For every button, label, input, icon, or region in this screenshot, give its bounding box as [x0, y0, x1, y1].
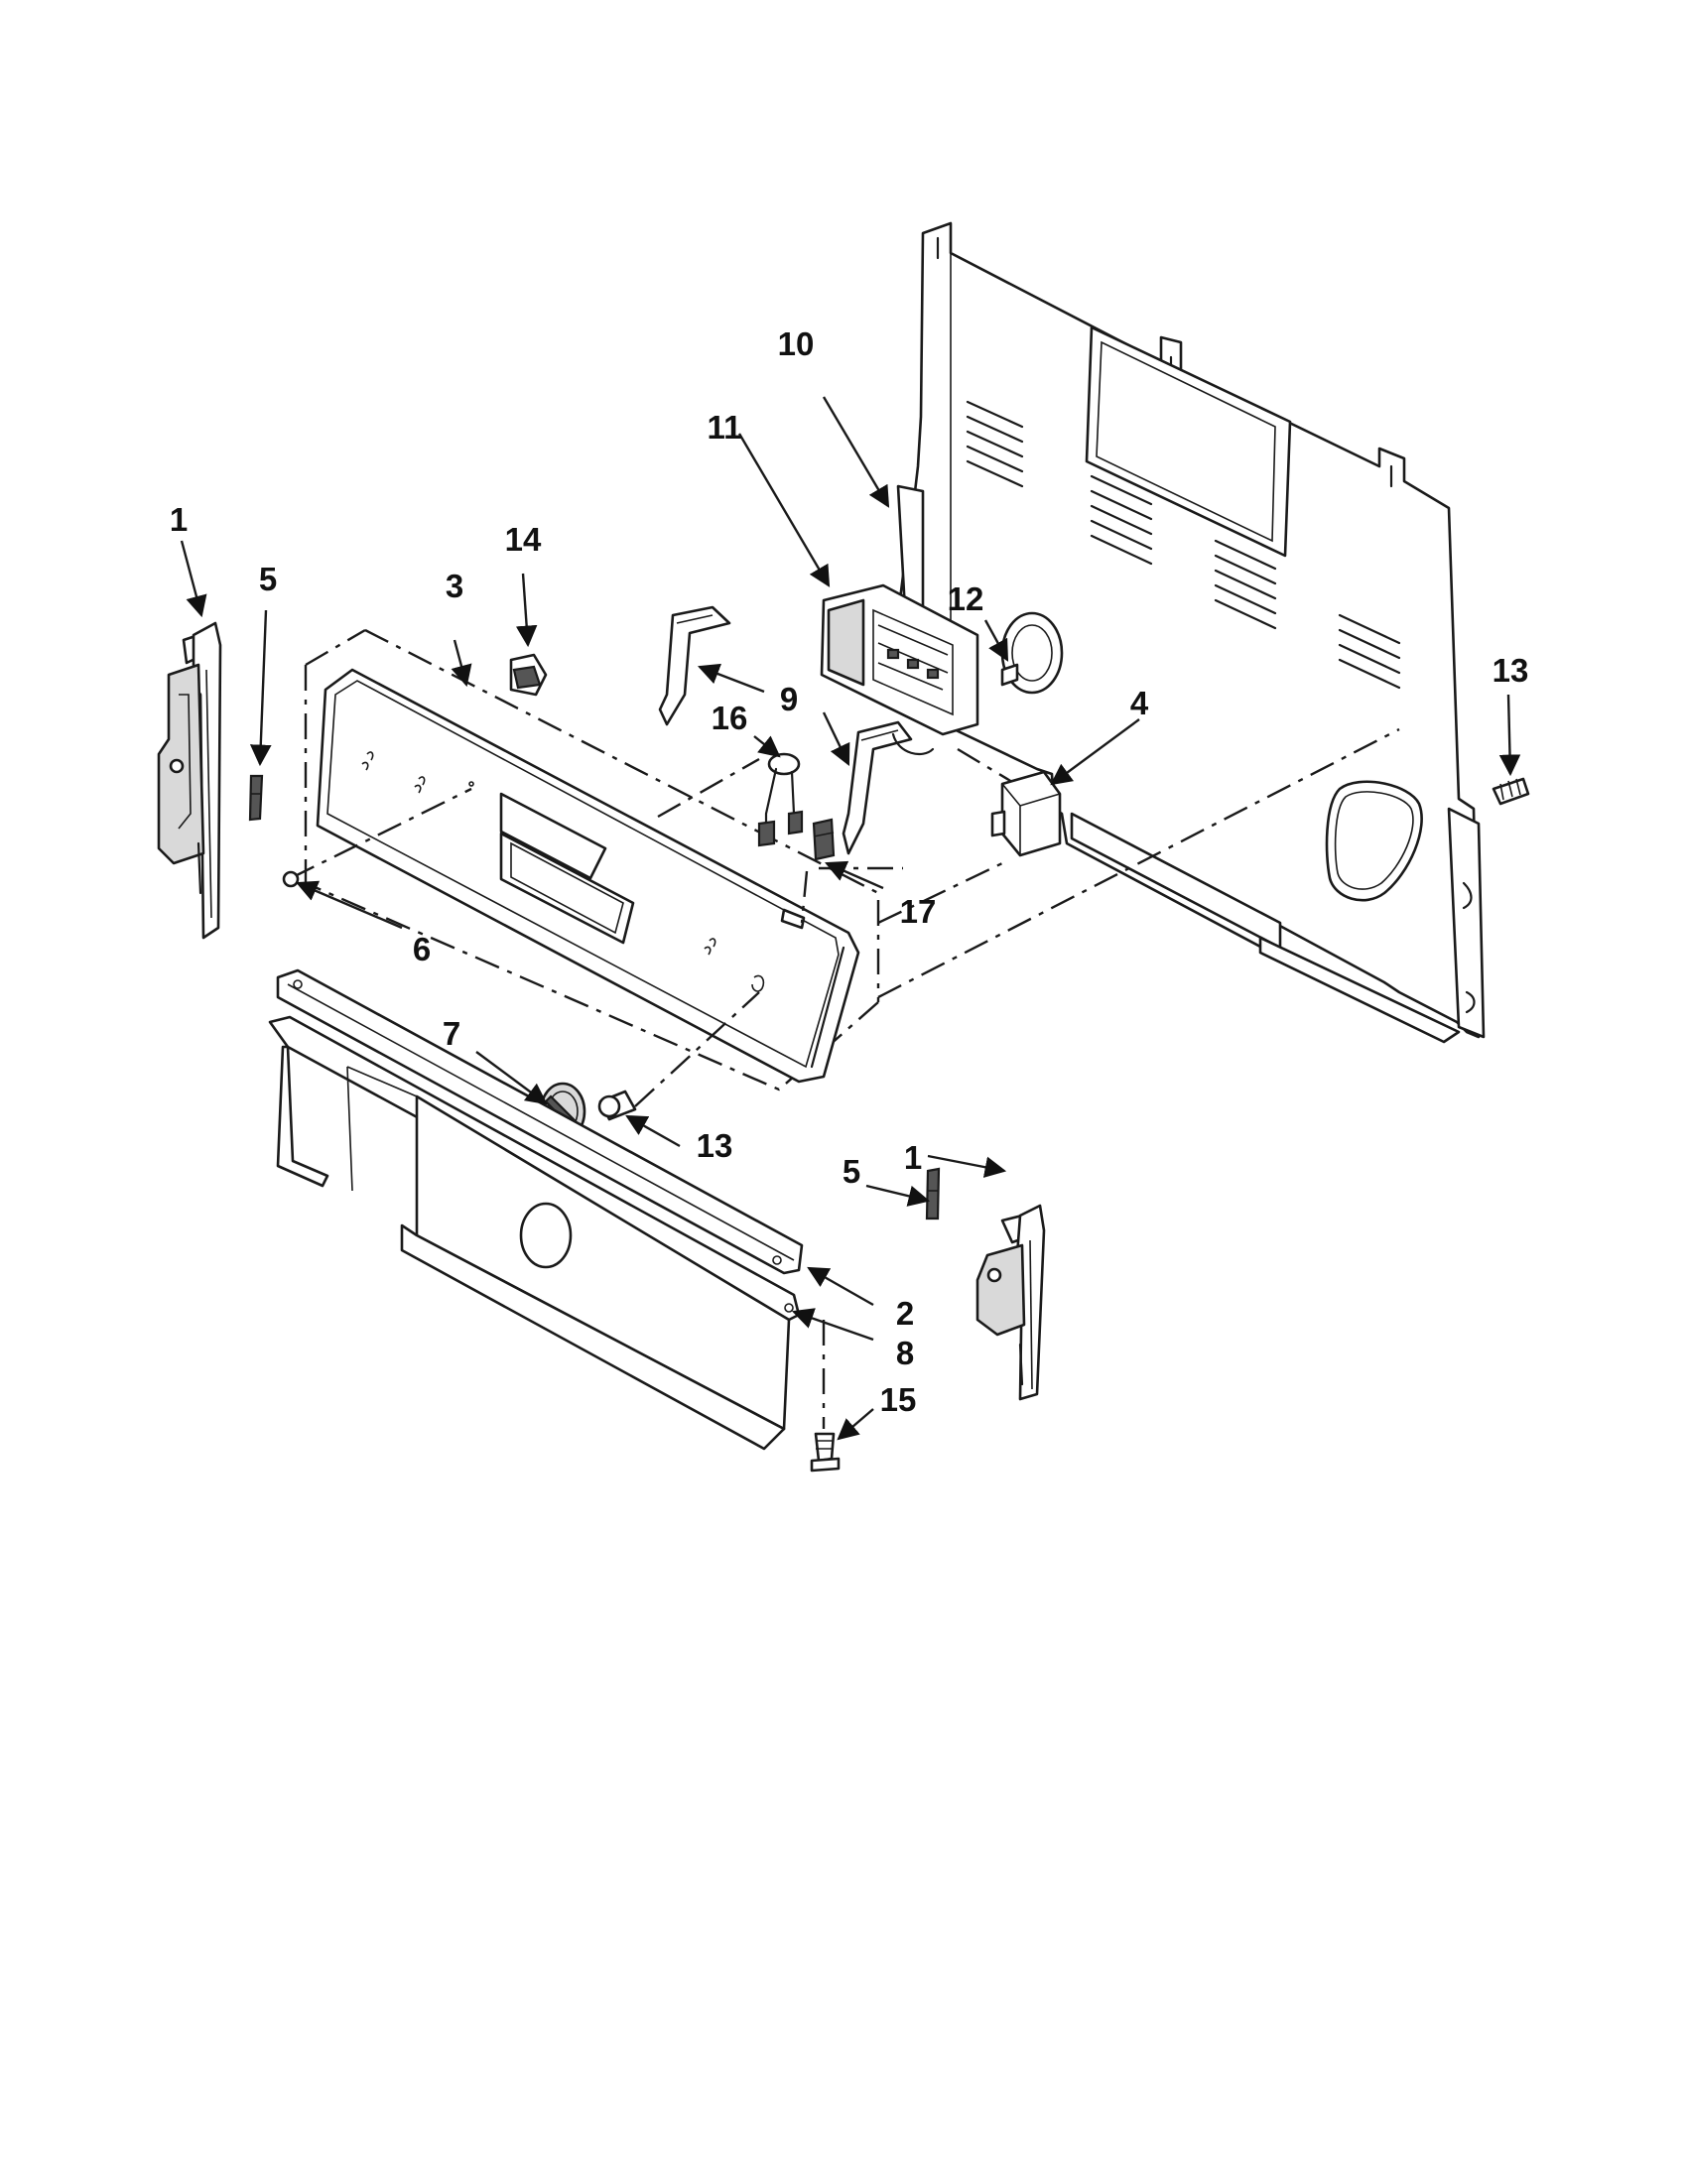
- callout-6: 6: [413, 931, 431, 967]
- mounting-disc: [1000, 611, 1064, 695]
- electronic-control-board: [820, 583, 979, 756]
- callout-10: 10: [778, 325, 815, 362]
- clip-left: [248, 774, 264, 822]
- callout-5-left: 5: [259, 561, 277, 597]
- side-bracket-left: [157, 621, 222, 940]
- callout-15: 15: [880, 1381, 917, 1418]
- callout-4: 4: [1130, 685, 1149, 721]
- callout-13-right: 13: [1493, 652, 1529, 689]
- side-bracket-right: [975, 1204, 1046, 1401]
- lower-panel: [268, 1015, 801, 1451]
- callout-3: 3: [446, 568, 463, 604]
- support-bracket-lower: [842, 720, 913, 855]
- rear-panel: [896, 221, 1486, 1044]
- clip-part-14: [509, 653, 548, 697]
- switch-block: [990, 770, 1062, 857]
- screw-part-15: [810, 1432, 841, 1473]
- callout-12: 12: [948, 580, 984, 617]
- callout-14: 14: [505, 521, 542, 558]
- assembly-dashed-outline: [304, 628, 880, 1092]
- vent-slots: [966, 400, 1401, 690]
- leader-arrows: [180, 396, 1521, 1441]
- callout-2: 2: [896, 1295, 914, 1332]
- callout-13-console: 13: [697, 1127, 733, 1164]
- callout-labels: 1 5 14 3 11 10 12 9 16 4 13 17 6 7 13 1 …: [170, 325, 1529, 1418]
- support-bracket-upper: [658, 605, 731, 726]
- callout-5-right: 5: [843, 1153, 860, 1190]
- callout-17: 17: [900, 893, 937, 930]
- callout-8: 8: [896, 1335, 914, 1371]
- sensor-wire: [757, 752, 804, 847]
- callout-1-left: 1: [170, 501, 188, 538]
- screw-part-13-right: [1492, 777, 1530, 806]
- console-panel: [316, 668, 860, 1084]
- screw-part-6: [282, 870, 300, 888]
- callout-16: 16: [712, 700, 748, 736]
- callout-1-right: 1: [904, 1139, 922, 1176]
- front-trim: [276, 968, 804, 1275]
- clip-right: [925, 1167, 941, 1220]
- small-switch: [812, 818, 836, 861]
- callout-11: 11: [708, 409, 742, 446]
- callout-9: 9: [780, 681, 798, 717]
- callout-7: 7: [443, 1015, 460, 1052]
- screw-part-13-console: [597, 1090, 637, 1121]
